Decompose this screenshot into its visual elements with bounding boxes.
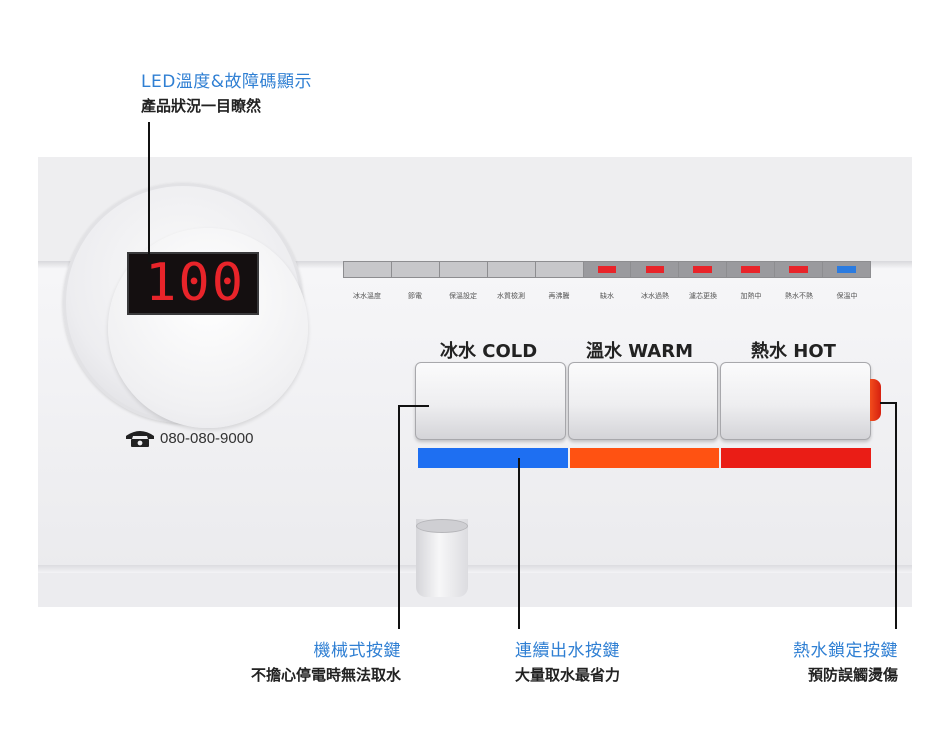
- dispenser-control-panel: 100 080-080-9000 冰水溫度 節電 保溫設定 水質檢測 再沸騰 缺水 冰水過熱…: [38, 157, 912, 607]
- display-ring: [63, 183, 308, 428]
- panel-base: [38, 573, 912, 607]
- indicator-label: 保溫設定: [449, 292, 477, 300]
- indicator-segment: [535, 262, 584, 277]
- water-buttons-row: [415, 362, 872, 440]
- phone-row: 080-080-9000: [124, 428, 253, 448]
- cold-continuous-bar[interactable]: [418, 448, 568, 468]
- mechanical-callout-title: 機械式按鍵: [313, 641, 401, 661]
- hot-button-label: 熱水 HOT: [751, 341, 836, 362]
- indicator-label: 水質檢測: [497, 292, 525, 300]
- mechanical-callout-subtitle: 不擔心停電時無法取水: [250, 666, 401, 684]
- indicator-lamp: [741, 266, 761, 273]
- indicator-lamp: [693, 266, 713, 273]
- indicator-segment: [487, 262, 536, 277]
- mechanical-callout-line-v: [398, 405, 400, 629]
- phone-icon: [126, 431, 154, 447]
- phone-number: 080-080-9000: [160, 429, 254, 447]
- indicator-label: 熱水不熱: [785, 292, 813, 300]
- indicator-strip: [343, 261, 871, 278]
- hot-lock-callout-line-h: [880, 402, 897, 404]
- led-callout-title: LED溫度&故障碼顯示: [141, 72, 313, 92]
- led-callout-subtitle: 產品狀況一目瞭然: [141, 97, 262, 115]
- indicator-label: 缺水: [600, 292, 614, 300]
- faucet-nozzle: [416, 519, 468, 597]
- indicator-segment: [344, 262, 392, 277]
- indicator-label: 節電: [408, 292, 422, 300]
- warm-water-button[interactable]: [567, 362, 719, 440]
- indicator-segment: [775, 262, 824, 277]
- indicator-lamp: [837, 266, 856, 273]
- indicator-label: 冰水溫度: [353, 292, 381, 300]
- panel-bottom-edge: [38, 565, 912, 573]
- cold-water-button[interactable]: [415, 362, 566, 440]
- led-digits: 100: [145, 253, 245, 313]
- indicator-segment: [439, 262, 488, 277]
- continuous-flow-bars: [418, 448, 872, 468]
- led-callout-line: [148, 122, 150, 262]
- hot-continuous-bar[interactable]: [721, 448, 872, 468]
- indicator-label: 濾芯更換: [689, 292, 717, 300]
- indicator-label: 冰水過熱: [641, 292, 669, 300]
- cold-button-label: 冰水 COLD: [440, 341, 538, 362]
- indicator-segment: [583, 262, 632, 277]
- indicator-lamp: [597, 266, 617, 273]
- hot-lock-callout-line-v: [895, 402, 897, 629]
- hot-lock-callout-title: 熱水鎖定按鍵: [793, 641, 898, 661]
- indicator-lamp: [645, 266, 665, 273]
- indicator-segment: [631, 262, 680, 277]
- hot-water-button[interactable]: [720, 362, 872, 440]
- hot-water-lock-button[interactable]: [870, 379, 881, 421]
- indicator-lamp: [789, 266, 808, 273]
- hot-lock-callout-subtitle: 預防誤觸燙傷: [807, 666, 898, 684]
- indicator-label: 加熱中: [740, 292, 762, 300]
- indicator-segment: [823, 262, 870, 277]
- indicator-label: 再沸騰: [548, 292, 570, 300]
- continuous-callout-line: [518, 458, 520, 629]
- indicator-segment: [679, 262, 728, 277]
- mechanical-callout-line-h: [399, 405, 429, 407]
- indicator-label: 保溫中: [836, 292, 858, 300]
- faucet-top: [416, 519, 468, 533]
- warm-continuous-bar[interactable]: [569, 448, 720, 468]
- warm-button-label: 溫水 WARM: [586, 341, 694, 362]
- continuous-callout-title: 連續出水按鍵: [515, 641, 620, 661]
- indicator-labels: 冰水溫度 節電 保溫設定 水質檢測 再沸騰 缺水 冰水過熱 濾芯更換 加熱中 熱水不熱 保溫中: [343, 291, 871, 303]
- continuous-callout-subtitle: 大量取水最省力: [515, 666, 621, 684]
- indicator-segment: [727, 262, 776, 277]
- led-display: 100: [127, 252, 259, 315]
- indicator-segment: [391, 262, 440, 277]
